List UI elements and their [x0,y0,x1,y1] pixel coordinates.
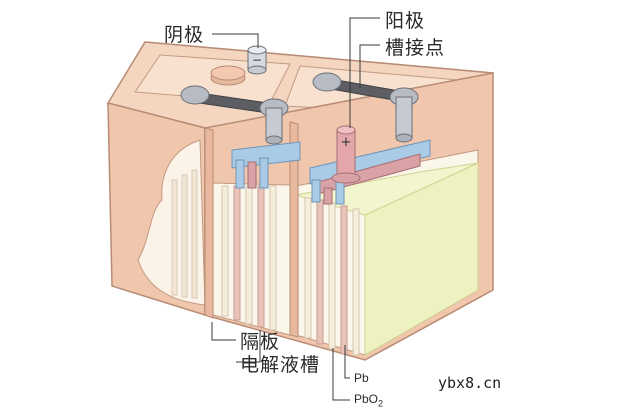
separator-label: 隔板 [240,331,281,353]
intercell-connector-right [312,72,419,143]
pb-label: Pb [354,371,369,385]
leader-electrolyte [236,330,261,363]
watermark: ybx8.cn [438,374,502,392]
electrolyte-tank-label: 电解液槽 [240,354,321,376]
positive-sign-text: + [341,135,352,150]
leader-pbo2 [332,348,350,401]
divider-wall-1 [204,127,214,319]
vent-cap [210,65,246,86]
positive-terminal [331,125,361,184]
leader-separator [211,322,236,341]
leader-lines [211,17,380,401]
negative-terminal [247,45,267,75]
right-cell-plates [304,197,360,356]
negative-sign-text: − [252,53,262,67]
leader-negative [212,33,259,48]
intercell-connector-left [180,85,289,145]
divider-wall-2 [289,121,299,338]
plate-straps-middle [231,141,301,189]
positive-electrode-label: 阳极 [385,10,426,32]
negative-electrode-label: 阴极 [164,24,205,46]
left-cell-plates [171,169,198,299]
leader-positive [349,17,380,128]
pbo2-label: PbO2 [354,392,384,409]
tank-contact-label: 槽接点 [385,37,446,59]
leader-tank-contact [359,44,380,88]
leader-pb [344,345,350,379]
